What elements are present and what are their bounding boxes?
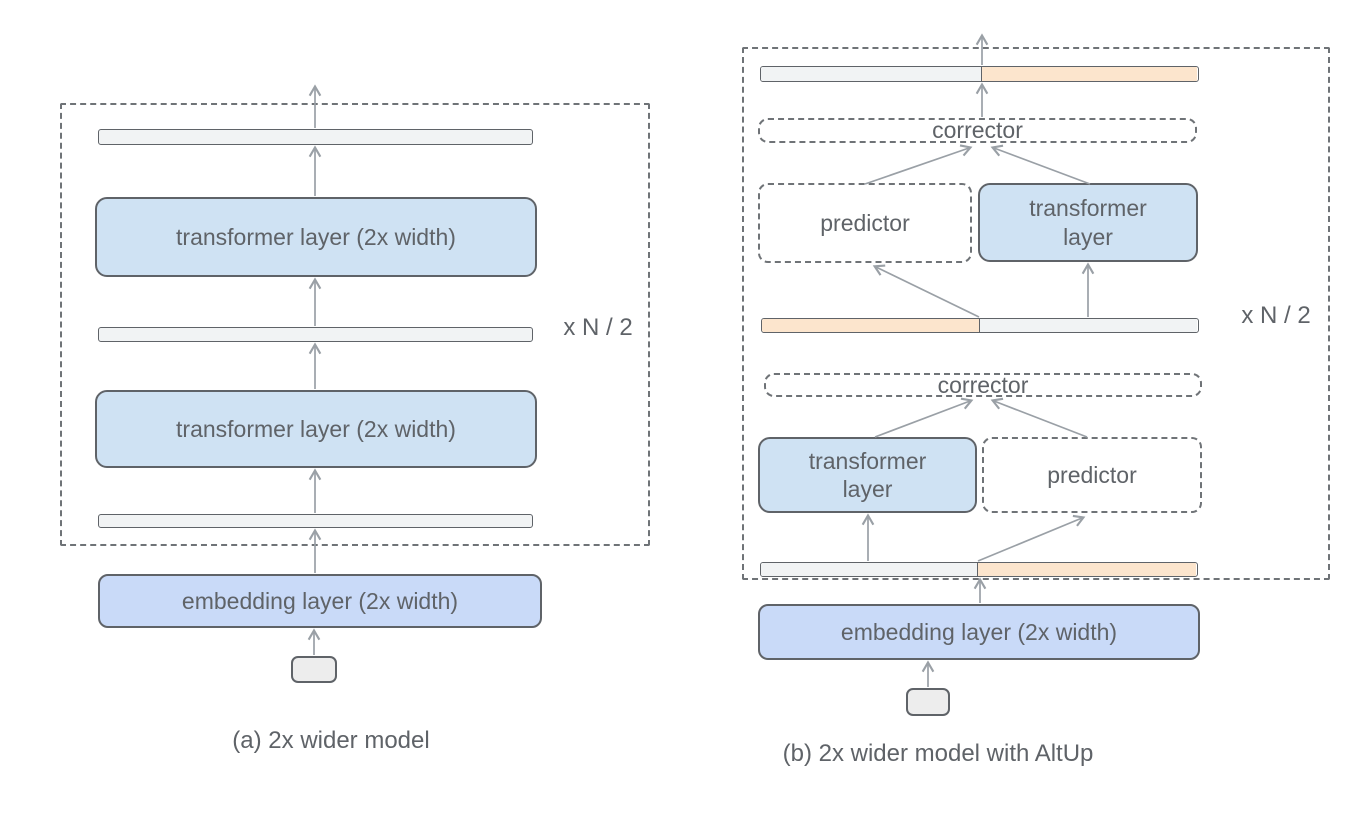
predictor-b-2: predictor <box>982 437 1202 513</box>
transformer-layer-a-2-label: transformer layer (2x width) <box>176 415 456 442</box>
input-token-box-b <box>906 688 950 716</box>
repeat-count-label-a: x N / 2 <box>563 314 633 341</box>
repeat-frame-b <box>742 47 1330 580</box>
corrector-b-2: corrector <box>764 371 1202 398</box>
embedding-layer-b: embedding layer (2x width) <box>758 604 1200 660</box>
repeat-frame-a <box>60 103 650 546</box>
predictor-b-1: predictor <box>758 183 972 263</box>
transformer-layer-b-2: transformer layer <box>758 437 977 513</box>
predictor-b-2-label: predictor <box>1047 461 1137 488</box>
predictor-b-1-label: predictor <box>820 209 910 236</box>
repeat-count-label-b: x N / 2 <box>1241 302 1311 329</box>
state-bar-b-top-active-half <box>761 67 981 81</box>
state-bar-b-top-predicted-half <box>981 67 1197 81</box>
transformer-layer-b-1: transformer layer <box>978 183 1198 262</box>
corrector-b-2-label: corrector <box>937 371 1029 398</box>
transformer-layer-b-2-label: transformer layer <box>808 447 927 502</box>
state-bar-b-bottom-predicted-half <box>977 563 1196 576</box>
activation-bar-a-bottom <box>98 514 533 528</box>
state-bar-b-mid-predicted-half <box>762 319 979 332</box>
caption-a: (a) 2x wider model <box>232 727 430 754</box>
activation-bar-a-mid <box>98 327 533 342</box>
transformer-layer-a-2: transformer layer (2x width) <box>95 390 537 468</box>
caption-b: (b) 2x wider model with AltUp <box>782 740 1094 767</box>
embedding-layer-a-label: embedding layer (2x width) <box>181 587 459 614</box>
state-bar-b-bottom <box>760 562 1198 577</box>
activation-bar-a-top <box>98 129 533 145</box>
state-bar-b-top <box>760 66 1199 82</box>
corrector-b-1: corrector <box>758 117 1197 144</box>
transformer-layer-a-1: transformer layer (2x width) <box>95 197 537 277</box>
input-token-box-a <box>291 656 337 683</box>
state-bar-b-mid <box>761 318 1199 333</box>
embedding-layer-b-label: embedding layer (2x width) <box>840 618 1118 645</box>
embedding-layer-a: embedding layer (2x width) <box>98 574 542 628</box>
state-bar-b-bottom-active-half <box>761 563 977 576</box>
transformer-layer-b-1-label: transformer layer <box>1029 195 1147 250</box>
corrector-b-1-label: corrector <box>932 117 1023 144</box>
state-bar-b-mid-active-half <box>979 319 1197 332</box>
transformer-layer-a-1-label: transformer layer (2x width) <box>176 223 456 250</box>
